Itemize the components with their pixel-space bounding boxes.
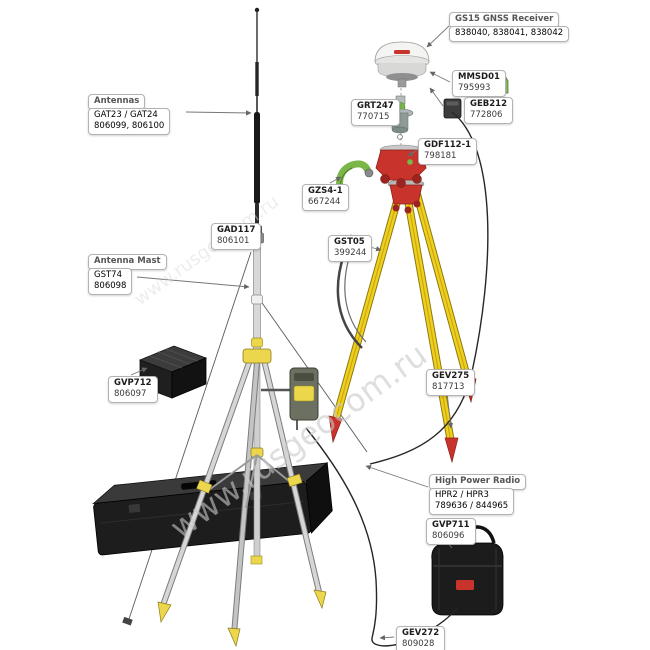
part-model: GZS4-1 [308,186,343,196]
label-gev272: GEV272 809028 [396,626,446,650]
part-number: 806098 [94,281,127,292]
part-numbers: 838040, 838041, 838042 [455,28,564,39]
part-model: GEV275 [432,371,470,381]
label-gvp712: GVP712 806097 [108,376,158,404]
hpr-radio [261,367,319,430]
whip-antenna [254,7,260,226]
part-model: HPR2 / HPR3 [435,490,489,501]
part-number: 806101 [217,236,250,247]
part-numbers: 789636 / 844965 [435,501,509,512]
label-mmsd01: MMSD01 795993 [452,70,506,98]
part-model: GST05 [334,237,365,247]
part-model: GST74 [94,270,122,281]
label-gad117: GAD117 806101 [211,223,262,251]
part-number: 667244 [308,197,341,208]
part-model: GEV272 [402,628,440,638]
label-gs15-receiver: GS15 GNSS Receiver 838040, 838041, 83804… [449,12,570,43]
label-gst05: GST05 399244 [328,235,373,263]
antenna-cable [369,111,489,465]
part-number: 806096 [432,531,465,542]
part-number: 809028 [402,639,435,650]
part-number: 795993 [458,83,491,94]
part-number: 770715 [357,112,390,123]
part-numbers: 806099, 806100 [94,121,165,132]
part-number: 798181 [424,151,457,162]
part-model: GVP711 [432,520,470,530]
part-model: MMSD01 [458,72,500,82]
part-model: GVP712 [114,378,152,388]
label-gvp711: GVP711 806096 [426,518,476,546]
part-model: GRT247 [357,101,394,111]
gdf112-tribrach [375,144,427,188]
grt247-carrier [386,95,414,140]
part-number: 772806 [470,110,503,121]
label-gzs4: GZS4-1 667244 [302,184,349,212]
label-antennas: Antennas GAT23 / GAT24 806099, 806100 [88,94,171,136]
leader-lines [130,25,454,641]
label-antenna-mast: Antenna Mast GST74 806098 [88,254,167,296]
gst05-tripod [328,179,477,464]
part-model: GAD117 [217,225,256,235]
label-geb212: GEB212 772806 [464,97,514,125]
label-gev275: GEV275 817713 [426,369,476,397]
label-gdf112: GDF112-1 798181 [418,138,478,166]
part-model: GDF112-1 [424,140,472,150]
part-number: 399244 [334,248,367,259]
mast-tripod [157,348,327,648]
label-grt247: GRT247 770715 [351,99,400,127]
gs15-receiver [374,41,430,88]
label-high-power-radio: High Power Radio HPR2 / HPR3 789636 / 84… [429,474,527,516]
part-number: 806097 [114,389,147,400]
part-model: GEB212 [470,99,508,109]
part-model: GAT23 / GAT24 [94,110,158,121]
geb212-battery-icon [443,98,462,119]
part-number: 817713 [432,382,465,393]
